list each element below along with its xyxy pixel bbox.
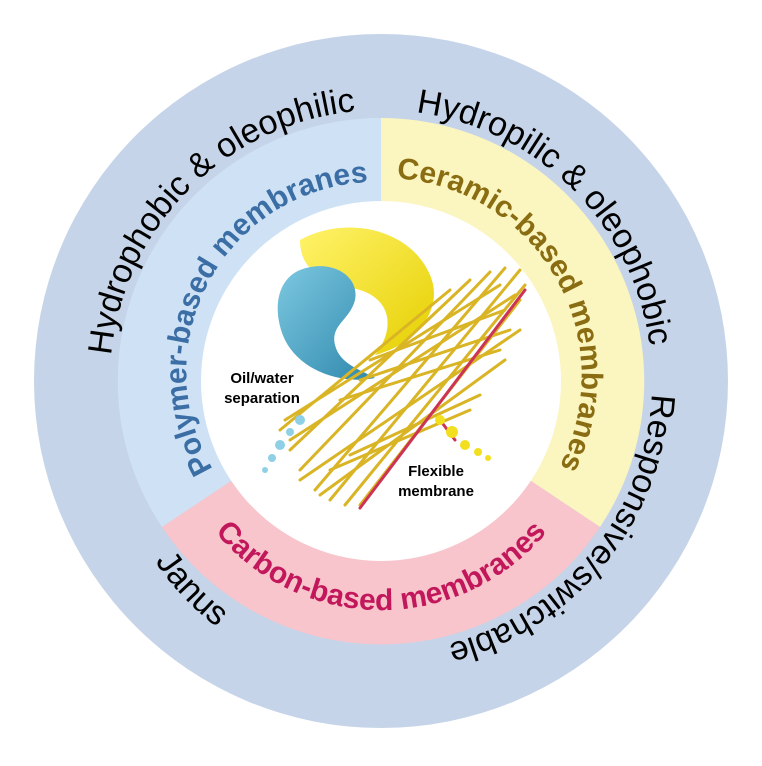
oil-droplets bbox=[435, 415, 491, 461]
water-droplet bbox=[277, 266, 375, 380]
oil-water-label-line1: Oil/water bbox=[230, 370, 294, 387]
flexible-label-line1: Flexible bbox=[408, 463, 464, 480]
oil-water-illustration bbox=[262, 227, 527, 510]
flexible-label-line2: membrane bbox=[398, 483, 474, 500]
oil-water-label-line2: separation bbox=[224, 390, 300, 407]
oil-droplet bbox=[300, 227, 434, 355]
water-droplets bbox=[262, 415, 305, 473]
